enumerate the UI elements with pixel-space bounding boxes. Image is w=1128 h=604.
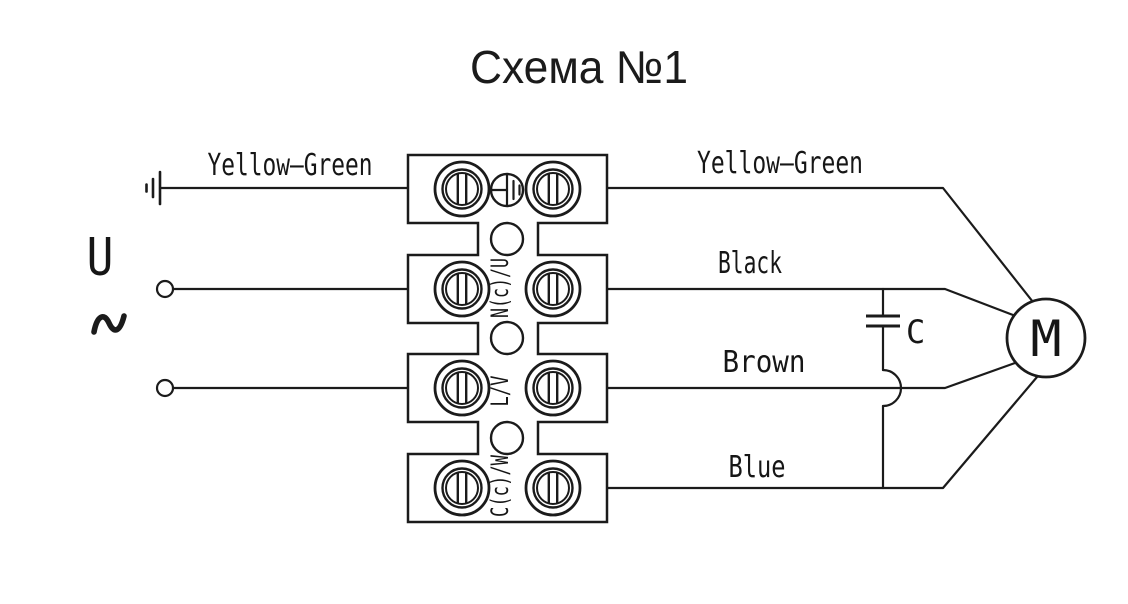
black-wire xyxy=(605,287,1015,317)
screw-terminal-icon xyxy=(433,359,491,417)
wire-label-yellow-green-right: Yellow—Green xyxy=(697,146,863,181)
wire-label-yellow-green-left: Yellow—Green xyxy=(208,148,373,183)
terminal-row-label-ncu: N(c)/U xyxy=(486,258,514,318)
screw-terminal-icon xyxy=(433,160,491,218)
wire-hop-arc xyxy=(881,368,903,408)
wire-label-black: Black xyxy=(718,246,782,281)
blue-wire xyxy=(605,375,1039,490)
page-title: Схема №1 xyxy=(470,41,688,93)
screw-terminal-icon xyxy=(433,459,491,517)
terminal-row-label-lv: L/V xyxy=(486,376,514,407)
protective-earth-icon xyxy=(489,172,525,208)
motor-label: M xyxy=(1031,310,1062,368)
screw-terminal-icon xyxy=(524,459,582,517)
earth-wire-right xyxy=(605,186,1035,304)
mounting-hole xyxy=(489,221,525,257)
brown-wire xyxy=(605,361,1017,390)
mounting-hole xyxy=(489,320,525,356)
motor-icon xyxy=(1005,297,1087,379)
source-terminal-bottom xyxy=(155,378,175,398)
ac-tilde-icon xyxy=(91,313,127,335)
source-terminal-top xyxy=(155,279,175,299)
wire-label-brown: Brown xyxy=(723,345,806,380)
screw-terminal-icon xyxy=(524,359,582,417)
screw-terminal-icon xyxy=(524,160,582,218)
wire-label-blue: Blue xyxy=(729,450,786,485)
terminal-row-label-ccw: C(c)/W xyxy=(486,455,514,517)
mounting-hole xyxy=(489,420,525,456)
capacitor-icon xyxy=(866,287,903,490)
screw-terminal-icon xyxy=(524,260,582,318)
voltage-label: U xyxy=(87,228,114,288)
capacitor-label: C xyxy=(906,313,925,351)
screw-terminal-icon xyxy=(433,260,491,318)
ground-icon xyxy=(145,170,162,206)
